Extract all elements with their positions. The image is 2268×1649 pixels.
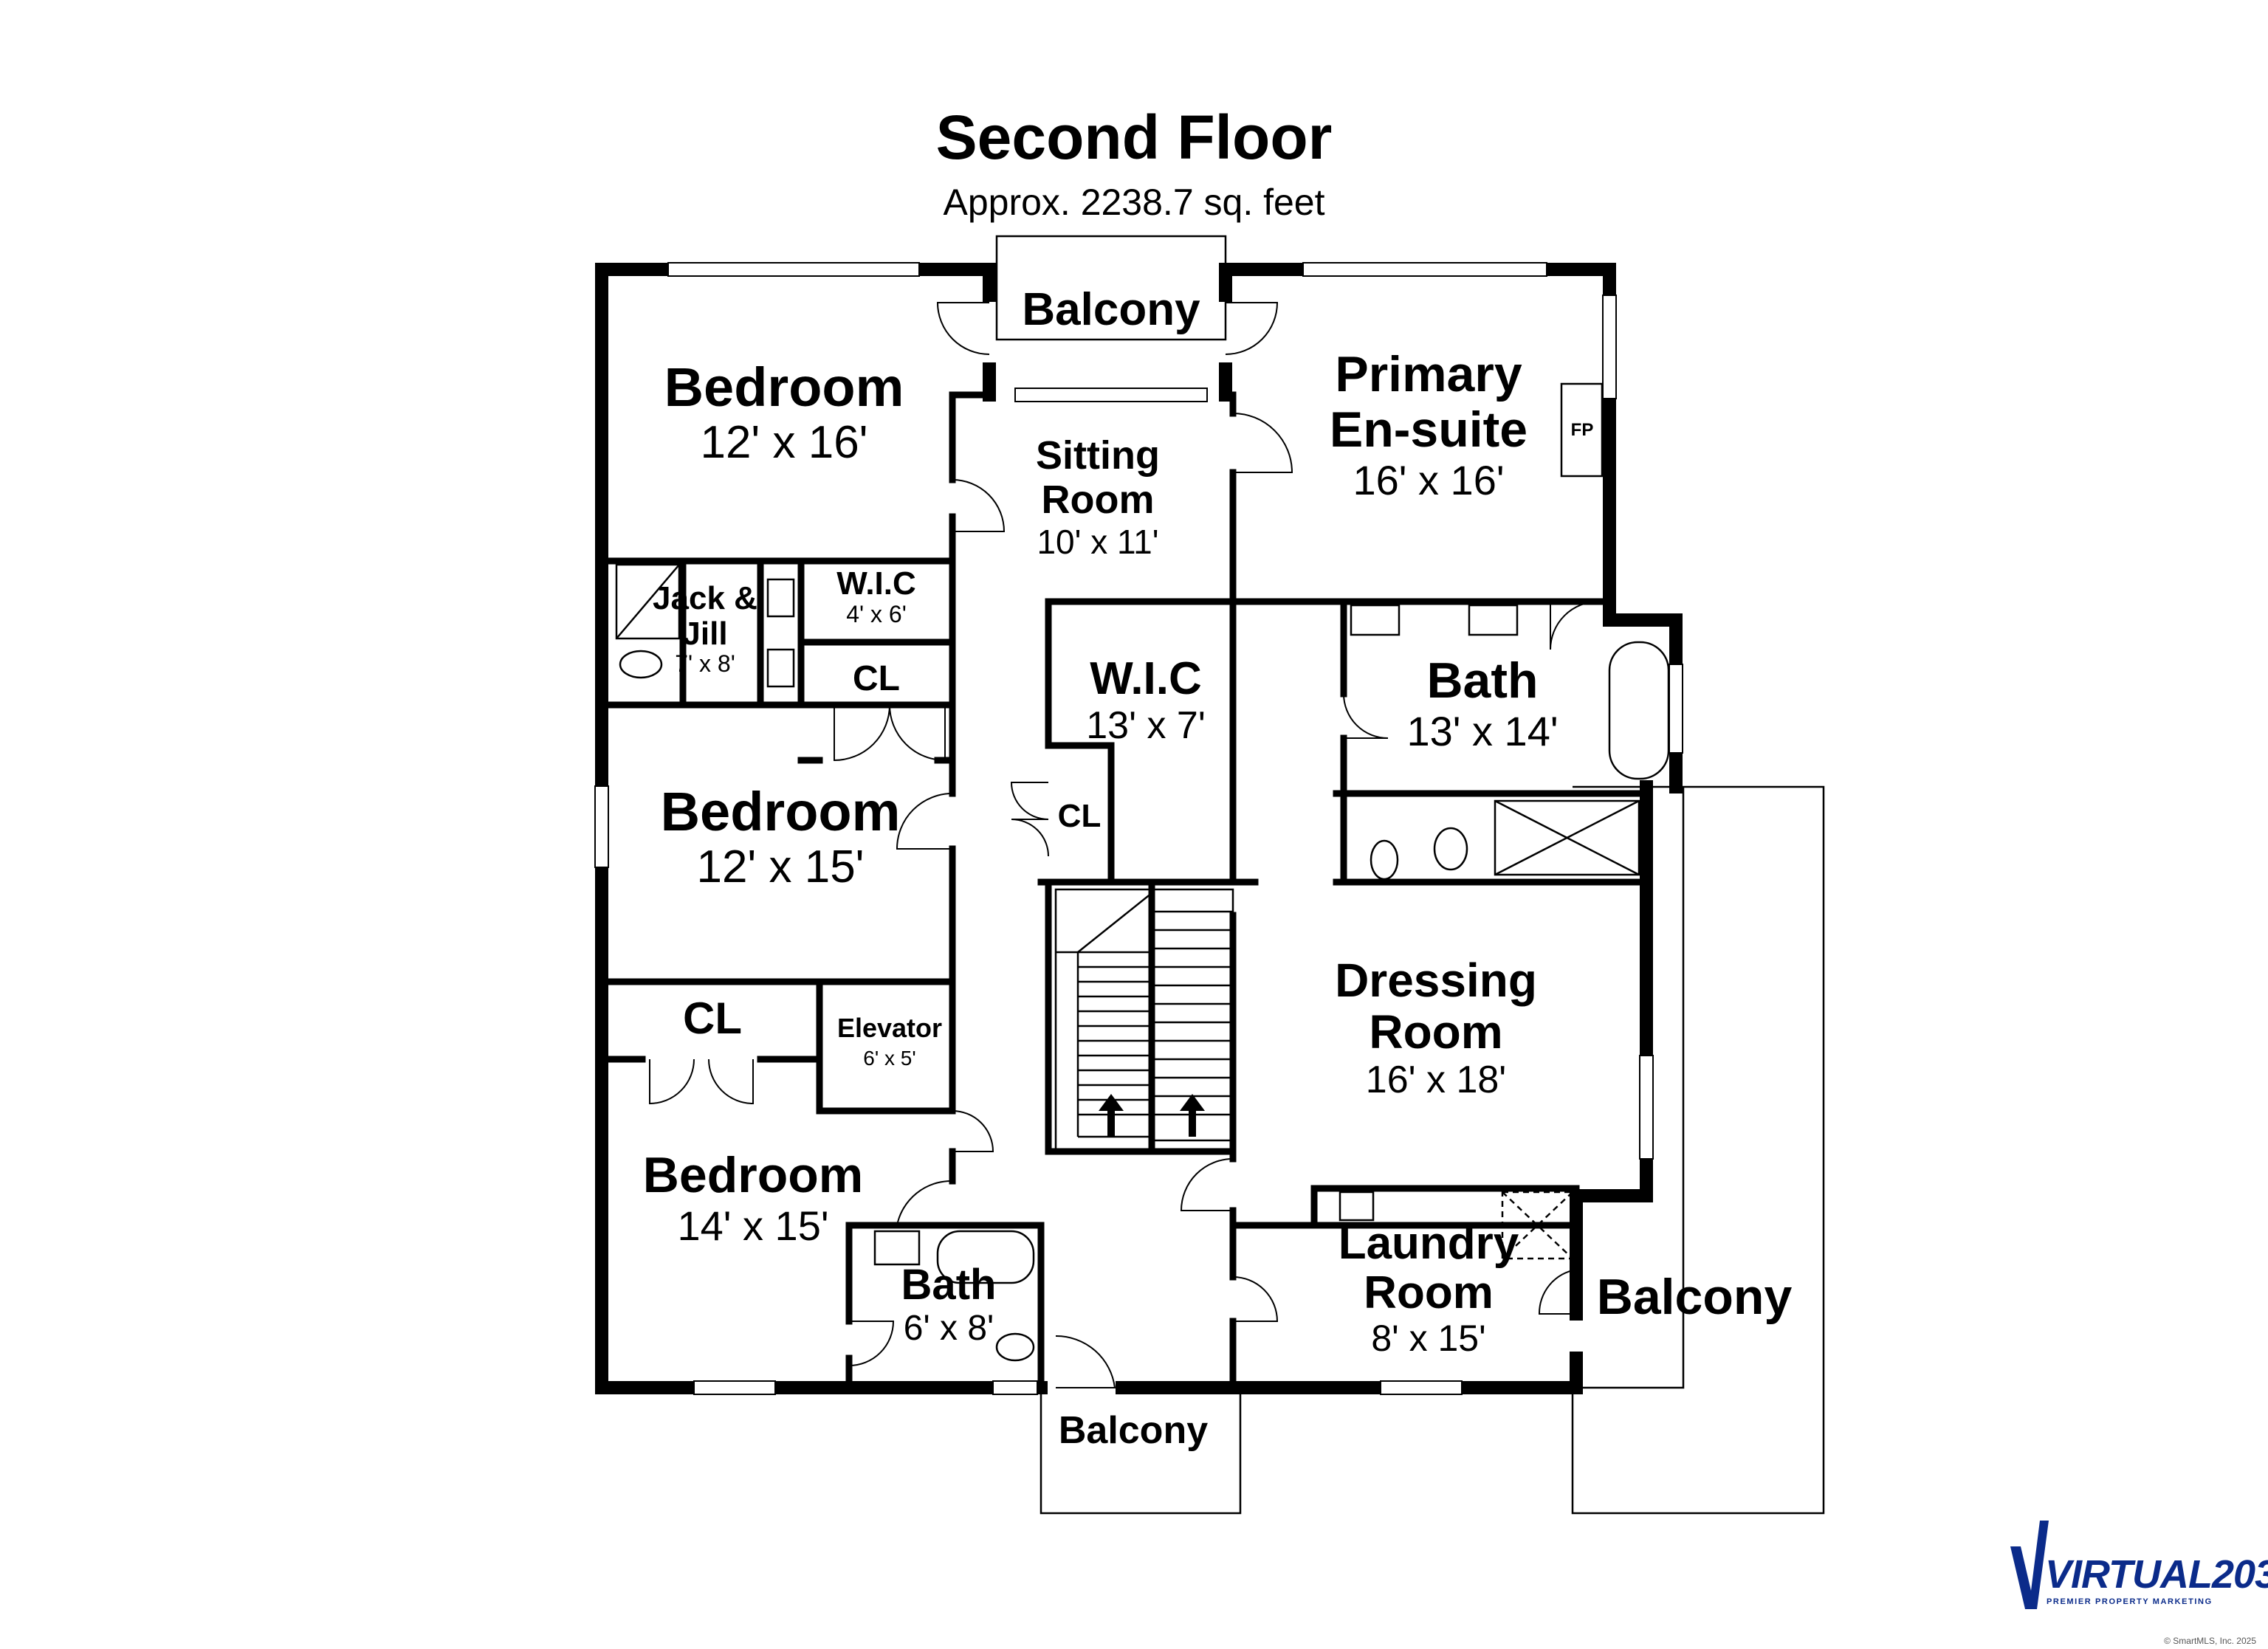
virtual203-logo: VIRTUAL203 PREMIER PROPERTY MARKETING [2004, 1506, 2268, 1617]
doors [649, 302, 1599, 1388]
elevator-dims: 6' x 5' [863, 1047, 915, 1070]
laundry-room-dims: 8' x 15' [1371, 1318, 1485, 1359]
logo-wordmark: VIRTUAL203 [2045, 1552, 2268, 1597]
wic-center-dims: 13' x 7' [1086, 704, 1206, 747]
laundry-machine [1501, 1191, 1574, 1260]
closet-1-name: CL [853, 659, 900, 698]
bedroom-nw-name: Bedroom [664, 357, 904, 418]
dressing-room-dims: 16' x 18' [1366, 1058, 1506, 1101]
windows [594, 262, 1683, 1395]
bathtub-primary [1608, 641, 1670, 780]
sink-primary-2 [1468, 604, 1519, 636]
closet-3-name: CL [683, 994, 742, 1043]
bidet-primary [1433, 827, 1468, 871]
laundry-room-name-1: Laundry [1339, 1218, 1519, 1269]
virtual203-v-mark-icon [2010, 1521, 2049, 1609]
toilet-jack-jill [619, 650, 663, 679]
wic-center-name: W.I.C [1090, 653, 1202, 704]
sitting-room-name-2: Room [1042, 478, 1155, 522]
sink-primary-1 [1350, 604, 1401, 636]
sink-jack-jill-1 [766, 578, 795, 618]
bath-small-dims: 6' x 8' [904, 1309, 994, 1348]
balcony-south-name: Balcony [1059, 1409, 1208, 1452]
fixtures [615, 382, 1670, 1362]
room-labels: Bedroom 12' x 16' Balcony Sitting Room 1… [643, 284, 1793, 1452]
jack-jill-name-2: Jill [682, 616, 727, 652]
stairs [1054, 888, 1234, 1153]
sink-jack-jill-2 [766, 648, 795, 688]
balcony-south-outline [1040, 1388, 1242, 1515]
jack-jill-dims: 7' x 8' [675, 650, 735, 677]
primary-ensuite-dims: 16' x 16' [1353, 457, 1504, 503]
toilet-primary [1370, 839, 1399, 881]
logo-tagline: PREMIER PROPERTY MARKETING [2047, 1597, 2213, 1606]
fireplace-label: FP [1571, 420, 1594, 440]
stair-arrow-1-icon [1099, 1094, 1124, 1137]
primary-ensuite-name-2: En-suite [1330, 402, 1528, 458]
wic-small-name: W.I.C [836, 565, 916, 602]
bathtub-small-bath [936, 1230, 1035, 1284]
dressing-room-name-2: Room [1369, 1005, 1502, 1058]
bath-primary-dims: 13' x 14' [1406, 708, 1558, 754]
elevator-name: Elevator [837, 1013, 942, 1043]
bedroom-mid-dims: 12' x 15' [696, 841, 864, 892]
bedroom-nw-dims: 12' x 16' [700, 417, 867, 468]
sitting-room-dims: 10' x 11' [1037, 523, 1158, 561]
copyright-notice: © SmartMLS, Inc. 2025 [2164, 1636, 2256, 1646]
bath-small-name: Bath [901, 1261, 997, 1309]
bedroom-sw-name: Bedroom [643, 1147, 863, 1203]
laundry-room-name-2: Room [1364, 1267, 1494, 1318]
fireplace [1560, 382, 1604, 478]
wic-small-dims: 4' x 6' [846, 601, 907, 627]
dressing-room-name-1: Dressing [1335, 954, 1537, 1007]
sink-small-bath [873, 1230, 921, 1266]
sitting-room-name-1: Sitting [1036, 433, 1160, 478]
balcony-east-outline [1571, 785, 1825, 1515]
plan-title: Second Floor [935, 103, 1333, 172]
plan-subtitle: Approx. 2238.7 sq. feet [943, 182, 1325, 223]
bedroom-mid-name: Bedroom [661, 781, 901, 842]
jack-jill-name-1: Jack & [653, 580, 757, 616]
sink-laundry [1339, 1191, 1375, 1222]
primary-ensuite-name-1: Primary [1335, 346, 1522, 402]
closet-2-name: CL [1058, 798, 1102, 834]
balcony-north-name: Balcony [1022, 284, 1200, 335]
bedroom-sw-dims: 14' x 15' [677, 1202, 828, 1249]
balcony-east-name: Balcony [1597, 1269, 1793, 1325]
bath-primary-name: Bath [1426, 653, 1538, 709]
toilet-small-bath [995, 1332, 1035, 1362]
stair-arrow-2-icon [1180, 1094, 1205, 1137]
